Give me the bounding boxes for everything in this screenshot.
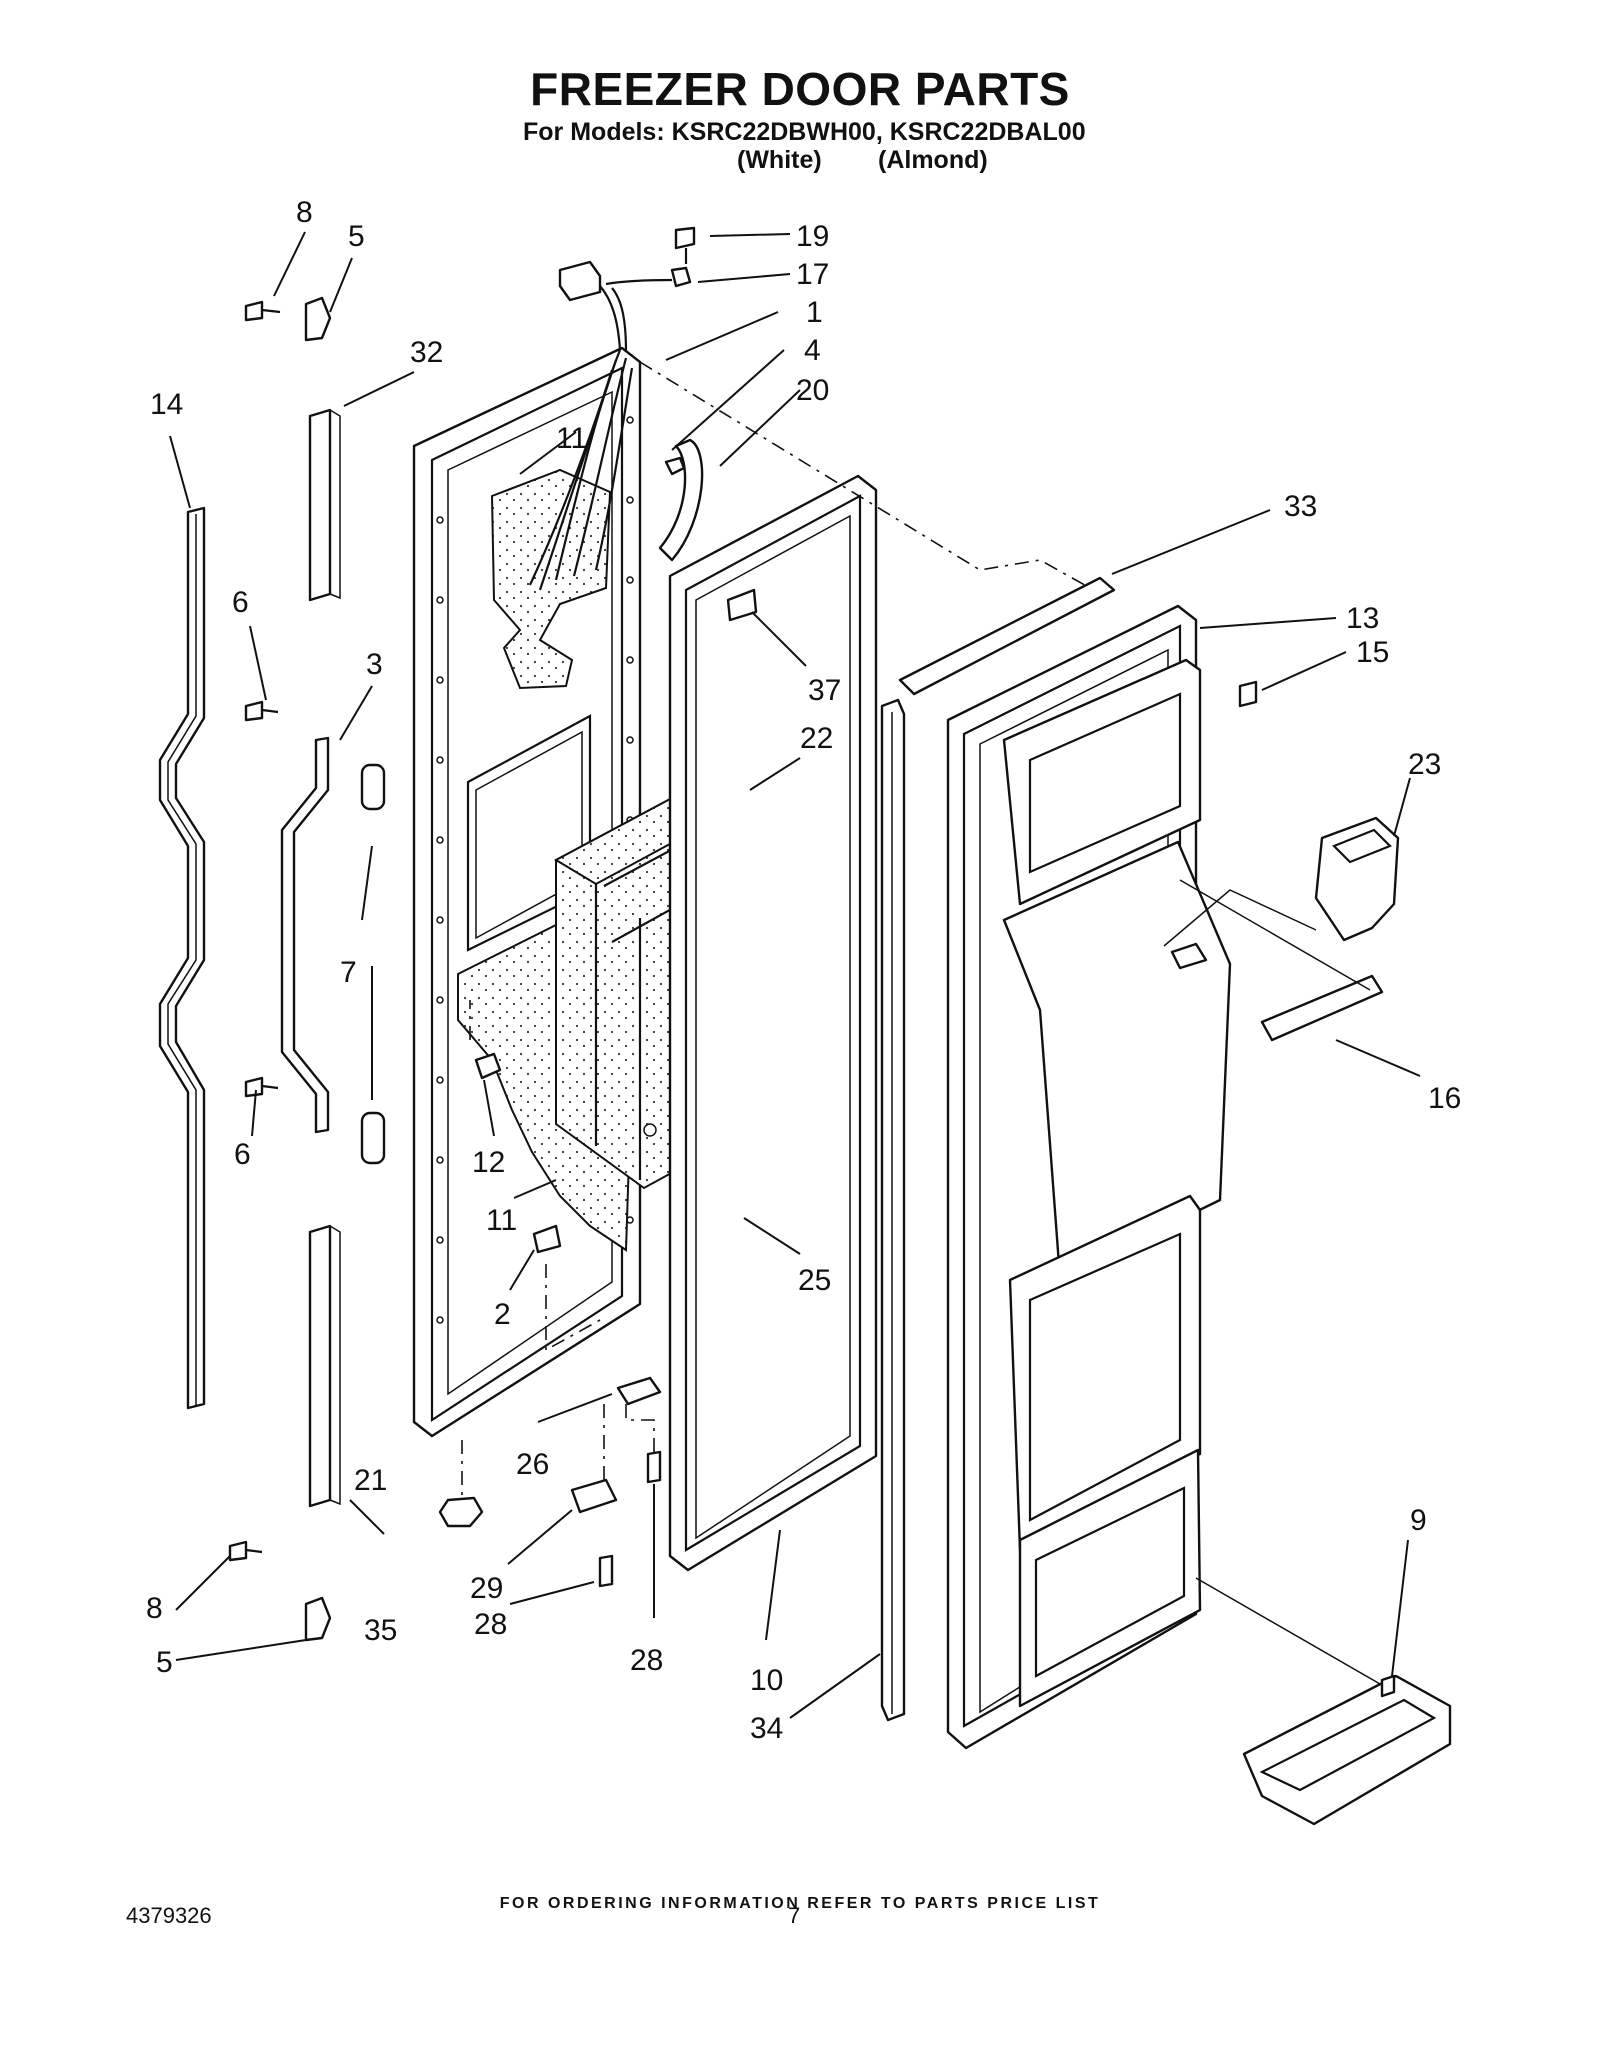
hinge-parts — [570, 1376, 662, 1588]
part-34-breaker-strip — [880, 698, 906, 1722]
wiring-harness — [529, 260, 673, 591]
part-10-gasket — [668, 474, 878, 1572]
callout-6b: 6 — [234, 1138, 251, 1171]
callout-35: 35 — [364, 1614, 397, 1647]
models-line: For Models: KSRC22DBWH00, KSRC22DBAL00 — [523, 118, 1086, 146]
part-23-guide — [1163, 889, 1317, 947]
callout-3: 3 — [366, 648, 383, 681]
part-5-caps — [304, 296, 332, 1642]
document-number: 4379326 — [126, 1903, 212, 1928]
callout-32: 32 — [410, 336, 443, 369]
callout-14: 14 — [150, 388, 183, 421]
part-33-trim — [898, 576, 1116, 696]
callout-13: 13 — [1346, 602, 1379, 635]
callout-28: 28 — [474, 1608, 507, 1641]
callout-15: 15 — [1356, 636, 1389, 669]
callout-8b: 8 — [146, 1592, 163, 1625]
callout-1: 1 — [806, 296, 823, 329]
callout-11: 11 — [556, 422, 587, 455]
callout-16: 16 — [1428, 1082, 1461, 1115]
callout-4: 4 — [804, 334, 821, 367]
callout-5b: 5 — [156, 1646, 173, 1679]
part-21-glide — [438, 1496, 484, 1528]
callout-17: 17 — [796, 258, 829, 291]
callout-11b: 11 — [486, 1204, 517, 1237]
callout-19: 19 — [796, 220, 829, 253]
callout-34: 34 — [750, 1712, 783, 1745]
callout-numbers: 8 5 32 14 6 3 7 6 8 5 21 35 19 17 1 4 20… — [146, 196, 1461, 1745]
part-15-screw — [1238, 680, 1258, 708]
callout-23: 23 — [1408, 748, 1441, 781]
callout-21: 21 — [354, 1464, 387, 1497]
page-number: 7 — [788, 1903, 801, 1928]
callout-6: 6 — [232, 586, 249, 619]
callout-12: 12 — [472, 1146, 505, 1179]
part-11-foam-upper — [490, 468, 612, 690]
callout-10: 10 — [750, 1664, 783, 1697]
callout-2: 2 — [494, 1298, 511, 1331]
callout-20: 20 — [796, 374, 829, 407]
part-35-trim — [308, 1224, 341, 1508]
callout-25: 25 — [798, 1264, 831, 1297]
part-16-rail — [1260, 974, 1384, 1042]
callout-7: 7 — [340, 956, 357, 989]
part-32-trim — [308, 408, 341, 602]
part-9-bin — [1242, 1674, 1452, 1826]
callout-33: 33 — [1284, 490, 1317, 523]
part-23-chute — [1314, 816, 1400, 942]
callout-22: 22 — [800, 722, 833, 755]
callout-29: 29 — [470, 1572, 503, 1605]
callout-37: 37 — [808, 674, 841, 707]
callout-28b: 28 — [630, 1644, 663, 1677]
callout-26: 26 — [516, 1448, 549, 1481]
callout-9: 9 — [1410, 1504, 1427, 1537]
part-3-handle — [280, 736, 386, 1165]
part-14-strip — [158, 506, 206, 1410]
page-title: FREEZER DOOR PARTS — [530, 63, 1070, 115]
color-white-label: (White) — [737, 146, 822, 174]
callout-leaders — [169, 231, 1421, 1719]
brackets — [469, 1000, 601, 1352]
color-almond-label: (Almond) — [878, 146, 988, 174]
part-13-outer-door — [946, 604, 1232, 1750]
callout-8: 8 — [296, 196, 313, 229]
ordering-note: FOR ORDERING INFORMATION REFER TO PARTS … — [499, 1895, 1101, 1912]
screws-left — [228, 300, 281, 1562]
callout-5: 5 — [348, 220, 365, 253]
